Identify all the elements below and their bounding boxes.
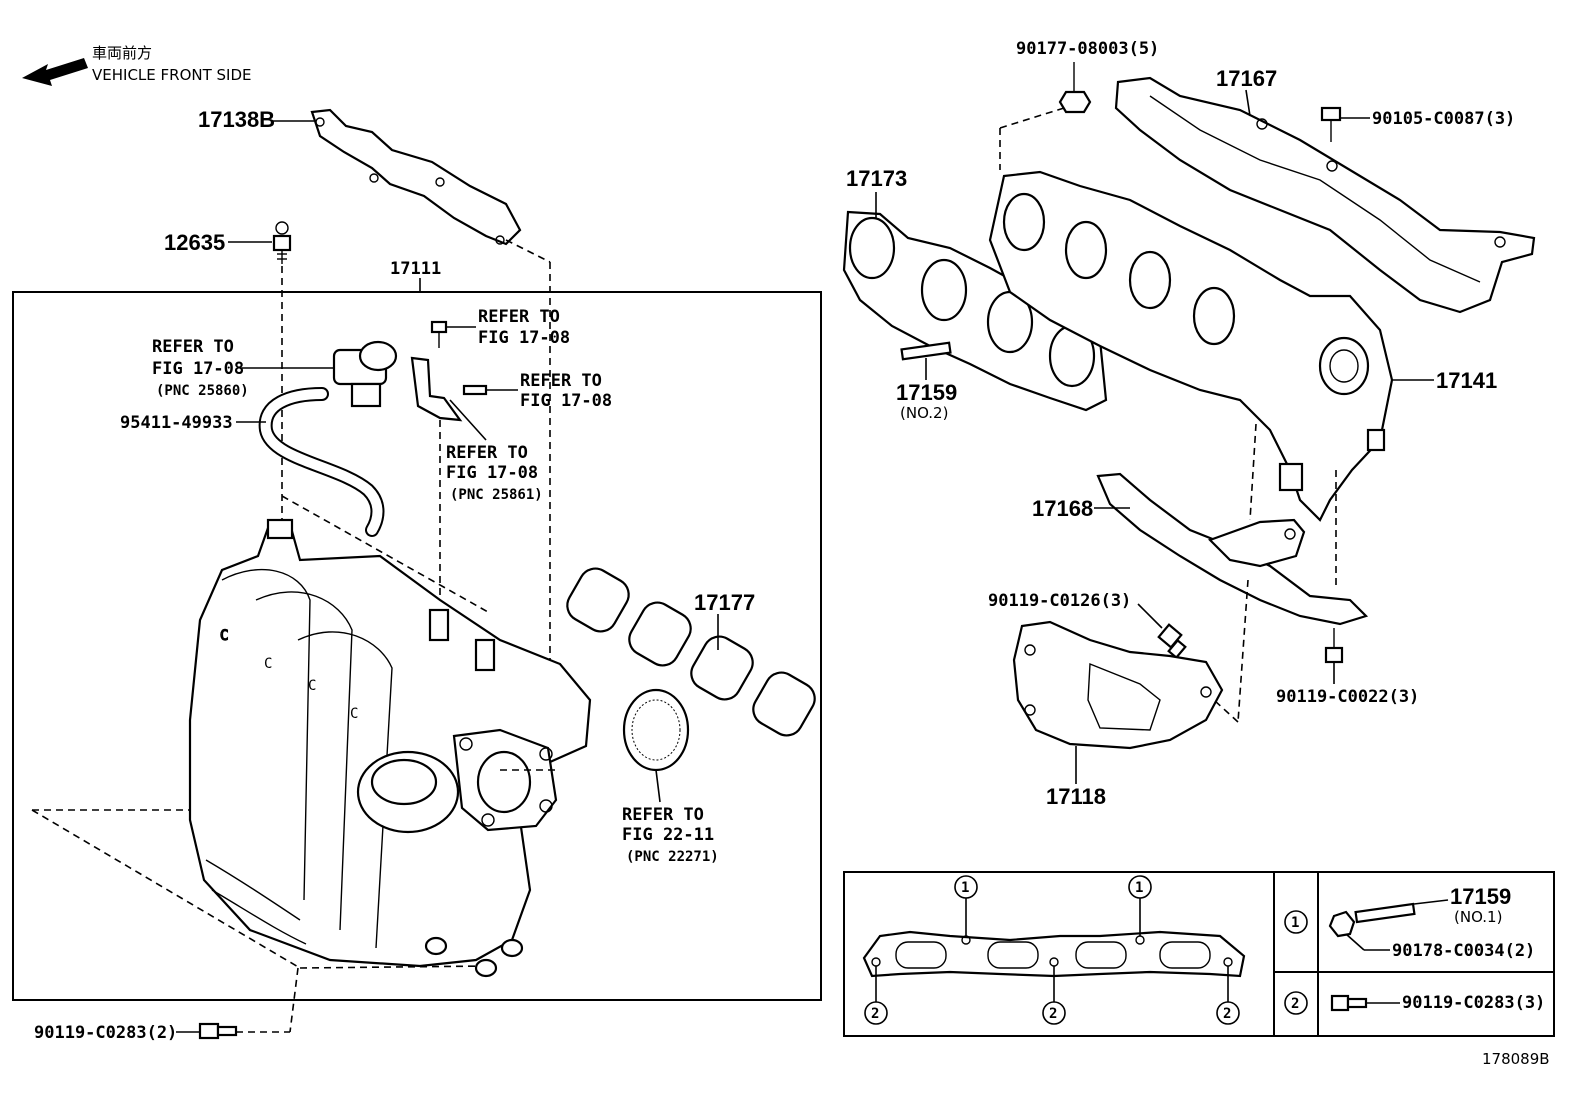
- vacuum-hose-95411: [258, 387, 385, 537]
- svg-text:C: C: [308, 678, 316, 694]
- label-90177: 90177-08003(5): [1016, 39, 1159, 59]
- label-refer-1c: (PNC 25860): [156, 383, 249, 399]
- stud-17159-part: [900, 341, 952, 361]
- label-90105: 90105-C0087(3): [1372, 109, 1515, 129]
- intake-manifold-assembly-frame: [12, 291, 822, 1001]
- part-17177-gasket: [566, 567, 816, 737]
- label-refer-4a: REFER TO: [446, 443, 528, 463]
- label-refer-2a: REFER TO: [478, 307, 560, 327]
- label-17177: 17177: [694, 590, 755, 615]
- label-17138B: 17138B: [198, 107, 275, 132]
- bolt-90119-C0283-legend-part: [1330, 994, 1368, 1012]
- legend-90178-label: 90178-C0034(2): [1392, 941, 1535, 961]
- legend-17159-label: 17159: [1450, 884, 1511, 909]
- label-12635: 12635: [164, 230, 225, 255]
- svg-text:2: 2: [871, 1006, 879, 1022]
- figure-id: 178089B: [1482, 1050, 1550, 1068]
- label-refer-5c: (PNC 22271): [626, 849, 719, 865]
- label-refer-2b: FIG 17-08: [478, 328, 570, 348]
- bolt-90119-C0126-part: [1157, 623, 1187, 660]
- legend-17159-no1-label: (NO.1): [1454, 908, 1502, 926]
- marker-1-icon: 1: [1284, 910, 1308, 934]
- label-refer-1b: FIG 17-08: [152, 359, 244, 379]
- bolt-90105-part: [1320, 106, 1342, 142]
- marker-2-icon: 2: [864, 1001, 888, 1025]
- vsv-valve-part: [240, 340, 398, 408]
- label-refer-4b: FIG 17-08: [446, 463, 538, 483]
- label-17168: 17168: [1032, 496, 1093, 521]
- part-17138B-bracket: [310, 108, 522, 246]
- throttle-gasket-part: [622, 688, 690, 803]
- svg-text:1: 1: [1135, 880, 1143, 896]
- svg-text:C: C: [350, 706, 358, 722]
- label-refer-1a: REFER TO: [152, 337, 234, 357]
- direction-en-label: VEHICLE FRONT SIDE: [92, 66, 252, 84]
- part-17118-bracket: [1012, 620, 1224, 750]
- svg-text:C: C: [264, 656, 272, 672]
- label-refer-5a: REFER TO: [622, 805, 704, 825]
- part-12635-stud: [272, 221, 292, 264]
- marker-2-icon: 2: [1042, 1001, 1066, 1025]
- label-90119-C0283-2: 90119-C0283(2): [34, 1023, 177, 1043]
- vehicle-front-indicator: 車両前方 VEHICLE FRONT SIDE: [22, 44, 252, 86]
- label-17159-no2: (NO.2): [900, 404, 948, 422]
- label-refer-5b: FIG 22-11: [622, 825, 714, 845]
- label-refer-3b: FIG 17-08: [520, 391, 612, 411]
- svg-text:C: C: [220, 628, 228, 644]
- label-refer-3a: REFER TO: [520, 371, 602, 391]
- part-17168-insulator: [1096, 472, 1369, 626]
- small-bolt-part: [430, 320, 448, 348]
- marker-1-icon: 1: [1128, 875, 1152, 899]
- intake-manifold-body: C C C C: [188, 518, 592, 978]
- svg-text:2: 2: [1049, 1006, 1057, 1022]
- label-17167: 17167: [1216, 66, 1277, 91]
- nut-90177-part: [1058, 62, 1092, 114]
- label-refer-4c: (PNC 25861): [450, 487, 543, 503]
- svg-text:2: 2: [1223, 1006, 1231, 1022]
- legend-90119-C0283-label: 90119-C0283(3): [1402, 993, 1545, 1013]
- pin-part: [462, 384, 518, 396]
- part-17167-heat-insulator: [1114, 76, 1536, 314]
- legend-box: 1 1 2 2 2 1 17159 (NO.1) 90178-C0034(2) …: [843, 871, 1555, 1037]
- label-95411: 95411-49933: [120, 413, 233, 433]
- marker-2-icon: 2: [1216, 1001, 1240, 1025]
- left-arrow-icon: [22, 58, 88, 86]
- part-17141-exhaust-manifold: [988, 170, 1394, 522]
- part-17173-exhaust-gasket: [842, 210, 1108, 412]
- vsv-bracket-part: [410, 356, 463, 422]
- bolt-90119-C0022-part: [1324, 628, 1344, 664]
- marker-1-icon: 1: [954, 875, 978, 899]
- label-17173: 17173: [846, 166, 907, 191]
- label-90119-C0022: 90119-C0022(3): [1276, 687, 1419, 707]
- label-17159: 17159: [896, 380, 957, 405]
- bolt-90119-C0283-part: [198, 1022, 238, 1040]
- svg-text:1: 1: [961, 880, 969, 896]
- svg-text:2: 2: [1291, 996, 1299, 1012]
- nut-90178-part: [1328, 902, 1416, 938]
- direction-jp-label: 車両前方: [92, 44, 152, 62]
- label-17111: 17111: [390, 259, 441, 279]
- svg-text:1: 1: [1291, 915, 1299, 931]
- label-17141: 17141: [1436, 368, 1497, 393]
- label-90119-C0126: 90119-C0126(3): [988, 591, 1131, 611]
- label-17118: 17118: [1046, 784, 1106, 809]
- marker-2-icon: 2: [1284, 991, 1308, 1015]
